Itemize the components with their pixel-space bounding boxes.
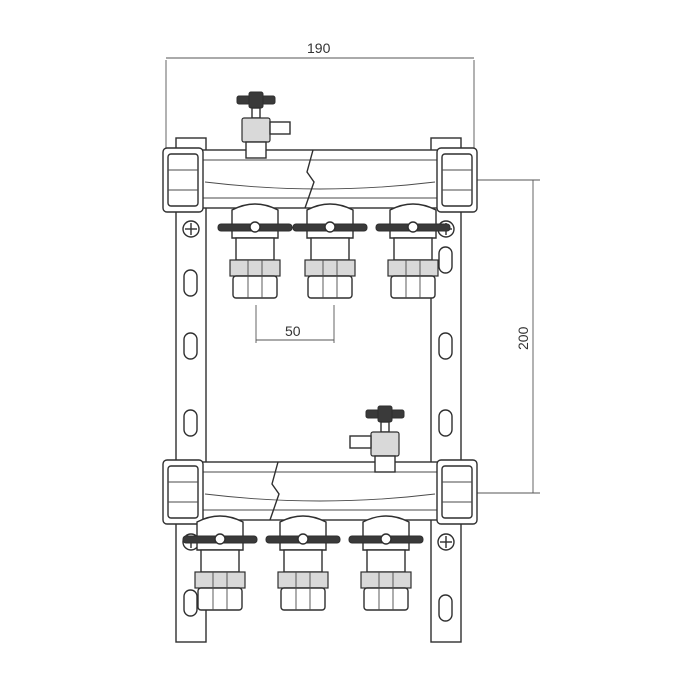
left-upper-screw-icon bbox=[182, 220, 200, 238]
height-dimension: 200 bbox=[476, 179, 540, 494]
upper-outlet-valve-3-icon bbox=[375, 203, 451, 299]
right-lower-screw-icon bbox=[437, 533, 455, 551]
upper-outlet-valve-1-icon bbox=[217, 203, 293, 299]
upper-header-pipe bbox=[162, 147, 478, 213]
width-dimension-label: 190 bbox=[307, 40, 331, 56]
lower-outlet-valve-1-icon bbox=[182, 515, 258, 611]
spacing-dimension-label: 50 bbox=[285, 323, 301, 339]
spacing-dimension: 50 bbox=[255, 305, 335, 343]
lower-outlet-valve-3-icon bbox=[348, 515, 424, 611]
upper-air-vent-valve-icon bbox=[236, 91, 291, 159]
lower-header-pipe bbox=[162, 459, 478, 525]
lower-outlet-valve-2-icon bbox=[265, 515, 341, 611]
lower-air-vent-valve-icon bbox=[349, 405, 405, 473]
upper-outlet-valve-2-icon bbox=[292, 203, 368, 299]
height-dimension-label: 200 bbox=[515, 326, 531, 350]
width-dimension: 190 bbox=[165, 40, 475, 150]
